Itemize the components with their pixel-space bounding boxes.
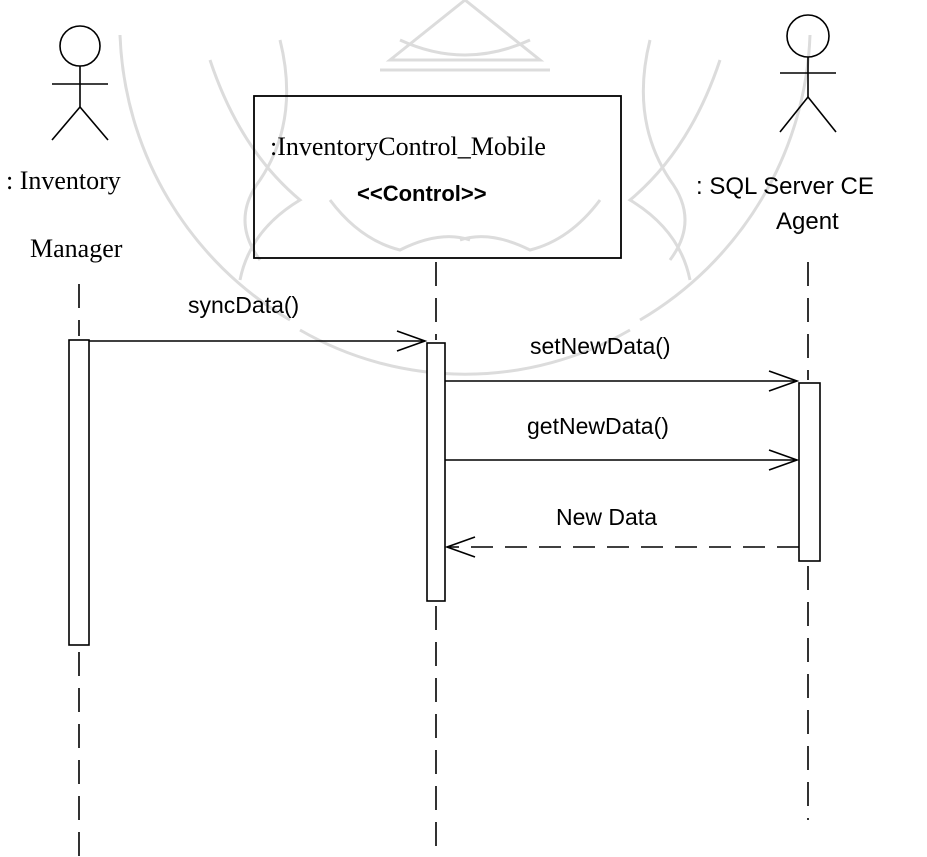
sql-server-ce-agent-actor-icon — [779, 14, 837, 133]
inventory-manager-name-line2: Manager — [30, 234, 123, 263]
getnewdata-message-label: getNewData() — [527, 413, 669, 439]
setnewdata-message-label: setNewData() — [530, 333, 671, 359]
control-activation — [426, 342, 446, 602]
control-object-stereotype: <<Control>> — [357, 181, 487, 206]
sql-agent-name-line1: : SQL Server CE — [696, 173, 874, 200]
inventory-manager-actor-icon — [51, 25, 109, 141]
control-object-box — [253, 95, 622, 259]
lifelines — [78, 262, 809, 857]
inventory-manager-activation — [68, 339, 90, 646]
syncdata-message-label: syncData() — [188, 292, 300, 318]
sql-agent-activation — [798, 382, 821, 562]
setnewdata-message-arrow — [445, 370, 800, 392]
sql-agent-name-line2: Agent — [776, 208, 839, 235]
control-object-name: :InventoryControl_Mobile — [270, 132, 546, 161]
syncdata-message-arrow — [89, 330, 428, 352]
inventory-manager-name-line1: : Inventory — [6, 166, 121, 195]
getnewdata-message-arrow — [445, 449, 800, 471]
newdata-return-label: New Data — [556, 504, 657, 530]
newdata-return-arrow — [444, 536, 799, 558]
